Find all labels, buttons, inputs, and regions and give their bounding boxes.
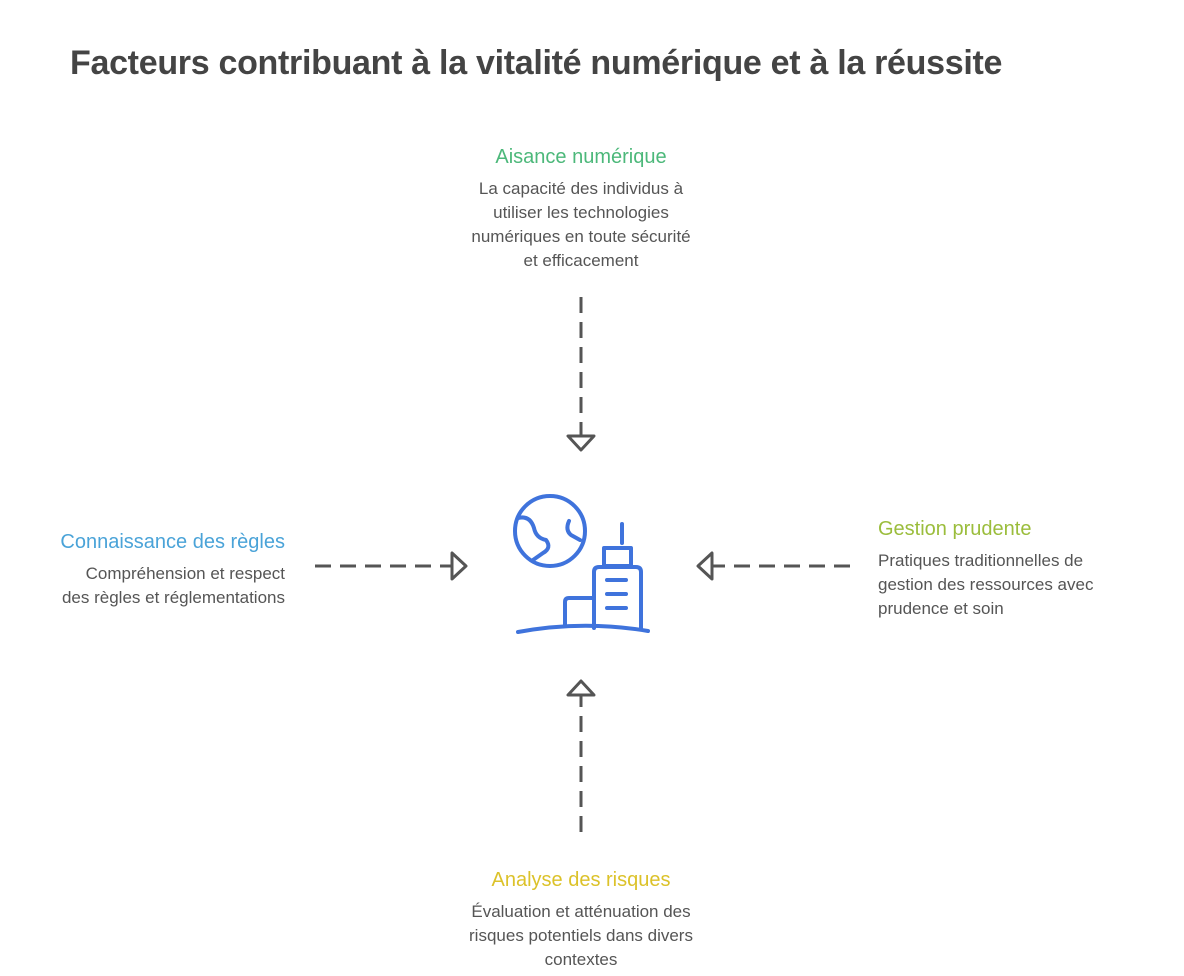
factor-desc-line: risques potentiels dans divers	[469, 926, 693, 945]
arrowhead-bottom	[566, 679, 596, 697]
factor-desc-line: Évaluation et atténuation des	[471, 902, 691, 921]
arrowhead-top	[566, 434, 596, 452]
factor-desc-line: et efficacement	[523, 251, 639, 270]
factor-desc-line: contextes	[544, 950, 618, 969]
factor-desc-line: des règles et réglementations	[61, 588, 285, 607]
factor-desc-line: prudence et soin	[878, 599, 1004, 618]
factor-desc-line: Compréhension et respect	[85, 564, 285, 583]
factor-desc-line: gestion des ressources avec	[878, 575, 1094, 594]
factor-top: Aisance numérique La capacité des indivi…	[381, 146, 781, 273]
globe-city-icon	[513, 494, 650, 634]
factor-title: Analyse des risques	[491, 869, 671, 891]
factor-bottom: Analyse des risques Évaluation et atténu…	[381, 869, 781, 972]
factor-left: Connaissance des règles Compréhension et…	[60, 531, 285, 610]
factor-desc-line: numériques en toute sécurité	[471, 227, 691, 246]
factor-desc-line: La capacité des individus à	[478, 179, 684, 198]
factor-right: Gestion prudente Pratiques traditionnell…	[878, 518, 1093, 621]
diagram-title: Facteurs contribuant à la vitalité numér…	[70, 44, 1003, 82]
factor-title: Connaissance des règles	[60, 531, 285, 553]
arrowhead-left	[450, 551, 468, 581]
arrowhead-right	[696, 551, 714, 581]
factor-desc-line: Pratiques traditionnelles de	[878, 551, 1084, 570]
factor-title: Gestion prudente	[878, 518, 1032, 540]
factor-desc-line: utiliser les technologies	[493, 203, 669, 222]
factor-title: Aisance numérique	[495, 146, 667, 168]
